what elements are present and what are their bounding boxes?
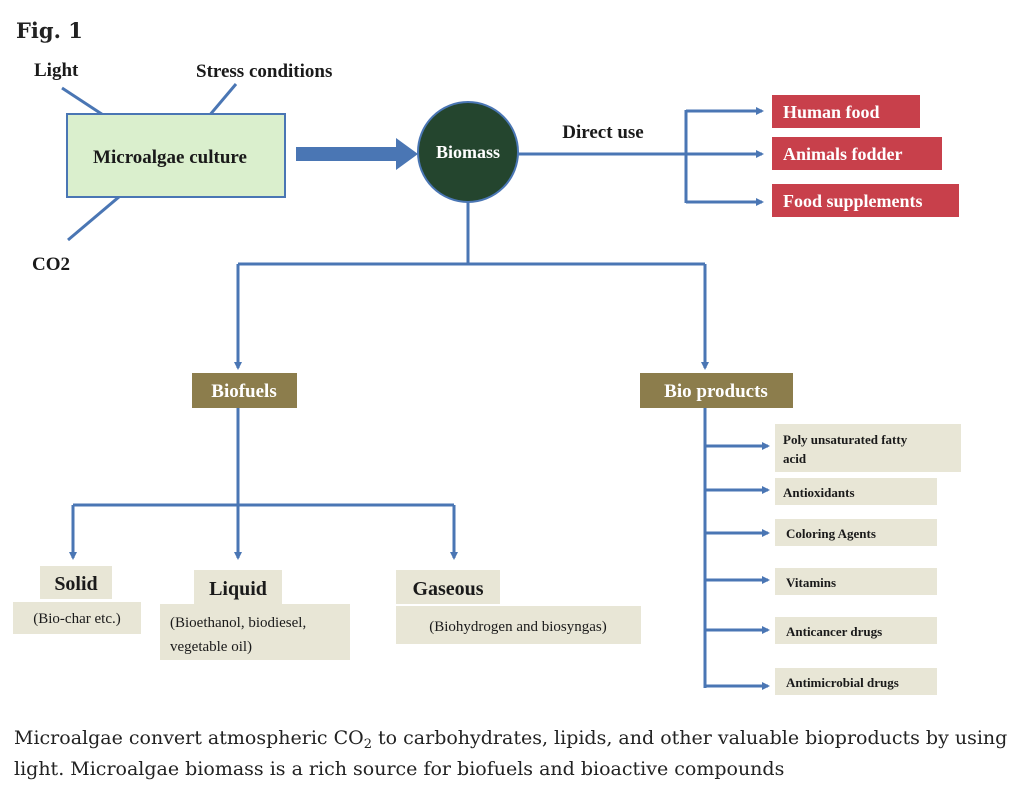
caption-part1: Microalgae convert atmospheric CO xyxy=(14,727,364,749)
biofuels-box xyxy=(192,373,297,408)
pufa-label-line1: Poly unsaturated fatty xyxy=(783,432,908,447)
direct-use-label: Direct use xyxy=(562,122,643,143)
light-label: Light xyxy=(34,60,79,81)
anticancer-label: Anticancer drugs xyxy=(786,624,882,639)
figure-caption: Microalgae convert atmospheric CO2 to ca… xyxy=(14,723,1014,785)
antioxidants-box xyxy=(775,478,937,505)
culture-to-biomass-arrow xyxy=(296,138,418,170)
animals-fodder-label: Animals fodder xyxy=(783,144,903,164)
anticancer-box xyxy=(775,617,937,644)
gaseous-desc-box xyxy=(396,606,641,644)
pufa-box xyxy=(775,424,961,472)
solid-title-box xyxy=(40,566,112,599)
figure-title: Fig. 1 xyxy=(16,18,83,43)
culture-label: Microalgae culture xyxy=(93,147,247,168)
animals-fodder-box xyxy=(772,137,942,170)
biomass-label: Biomass xyxy=(436,142,500,162)
culture-box xyxy=(66,113,286,198)
liquid-title-box xyxy=(194,570,282,604)
food-supplements-box xyxy=(772,184,959,217)
solid-desc: (Bio-char etc.) xyxy=(33,611,120,627)
human-food-label: Human food xyxy=(783,102,880,122)
liquid-desc-line1: (Bioethanol, biodiesel, xyxy=(170,615,306,631)
pufa-label-line2: acid xyxy=(783,451,807,466)
antimicrobial-label: Antimicrobial drugs xyxy=(786,675,899,690)
human-food-box xyxy=(772,95,920,128)
solid-title: Solid xyxy=(54,573,97,595)
solid-desc-box xyxy=(13,602,141,634)
vitamins-label: Vitamins xyxy=(786,575,836,590)
caption-subscript: 2 xyxy=(363,737,372,752)
liquid-desc-line2: vegetable oil) xyxy=(170,639,252,655)
stress-label: Stress conditions xyxy=(196,61,332,82)
antimicrobial-box xyxy=(775,668,937,695)
gaseous-desc: (Biohydrogen and biosyngas) xyxy=(429,619,606,635)
coloring-agents-label: Coloring Agents xyxy=(786,526,876,541)
co2-label: CO2 xyxy=(32,254,70,275)
gaseous-title: Gaseous xyxy=(412,578,483,600)
coloring-agents-box xyxy=(775,519,937,546)
biofuels-label: Biofuels xyxy=(211,381,276,402)
vitamins-box xyxy=(775,568,937,595)
liquid-title: Liquid xyxy=(209,578,267,600)
bioproducts-box xyxy=(640,373,793,408)
caption-part2: to carbohydrates, lipids, and other valu… xyxy=(14,727,1008,780)
liquid-desc-box xyxy=(160,604,350,660)
antioxidants-label: Antioxidants xyxy=(783,485,855,500)
food-supplements-label: Food supplements xyxy=(783,191,923,211)
bioproducts-label: Bio products xyxy=(664,381,768,402)
gaseous-title-box xyxy=(396,570,500,604)
